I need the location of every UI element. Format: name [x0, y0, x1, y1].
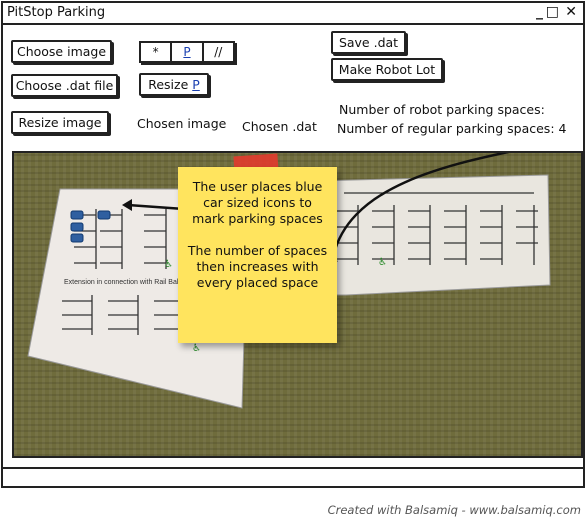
make-robot-lot-button[interactable]: Make Robot Lot	[331, 58, 443, 81]
resize-p-label: Resize	[148, 77, 193, 92]
choose-dat-button[interactable]: Choose .dat file	[11, 74, 118, 97]
robot-spaces-label: Number of robot parking spaces:	[339, 102, 545, 117]
resize-p-link: P	[192, 77, 200, 92]
car-marker-icon	[70, 222, 84, 232]
chosen-image-label: Chosen image	[137, 116, 227, 131]
window-title: PitStop Parking	[7, 5, 106, 20]
marker-mode-toggle: * P //	[139, 41, 235, 63]
title-bar: PitStop Parking _ □ ✕	[3, 3, 583, 25]
maximize-icon[interactable]: □	[545, 4, 559, 20]
car-marker-icon	[70, 210, 84, 220]
note-line-2: The number of spaces then increases with…	[187, 243, 328, 290]
svg-text:♿: ♿	[192, 343, 201, 354]
choose-image-button[interactable]: Choose image	[11, 40, 112, 63]
resize-p-button[interactable]: Resize P	[139, 73, 209, 96]
parking-lot-drawing: ♿ ♿ ♿	[27, 153, 551, 409]
chosen-dat-label: Chosen .dat	[242, 119, 317, 134]
svg-text:♿: ♿	[378, 257, 387, 268]
mode-lines-button[interactable]: //	[214, 45, 223, 59]
mode-all-button[interactable]: *	[141, 43, 173, 61]
regular-spaces-label: Number of regular parking spaces: 4	[337, 121, 567, 136]
car-marker-icon	[97, 210, 111, 220]
mode-parking-button[interactable]: P	[172, 43, 204, 61]
svg-text:♿: ♿	[164, 259, 173, 270]
map-caption: Extension in connection with Rail Baltic…	[64, 279, 204, 286]
save-dat-button[interactable]: Save .dat	[331, 31, 406, 54]
balsamiq-credit: Created with Balsamiq - www.balsamiq.com	[327, 503, 581, 517]
close-icon[interactable]: ✕	[565, 4, 577, 20]
minimize-icon[interactable]: _	[536, 4, 543, 20]
car-marker-icon	[70, 233, 84, 243]
note-line-1: The user places blue car sized icons to …	[192, 179, 323, 226]
resize-image-button[interactable]: Resize image	[11, 111, 109, 134]
sticky-note: The user places blue car sized icons to …	[178, 167, 337, 343]
status-bar	[3, 467, 583, 469]
